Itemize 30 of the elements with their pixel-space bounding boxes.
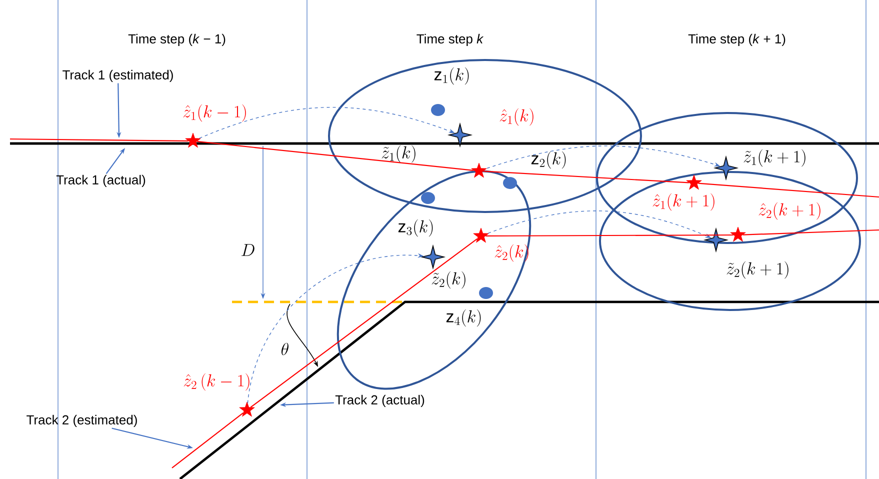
column-heading: Time step (k + 1) bbox=[688, 34, 786, 46]
column-heading: Time step (k − 1) bbox=[128, 34, 226, 46]
callout-text: Track 2 (actual) bbox=[335, 394, 424, 408]
column-heading: Time step k bbox=[416, 34, 484, 46]
formula-label: $D$ bbox=[242, 244, 254, 256]
callout-text: Track 1 (actual) bbox=[56, 174, 146, 188]
formula-label: $\tilde{z}_1(k)$ bbox=[382, 145, 416, 163]
track-segment bbox=[250, 238, 478, 408]
formula-label: $\mathrm{z}_3(k)$ bbox=[398, 219, 433, 237]
formula-label: $\mathrm{z}_4(k)$ bbox=[446, 309, 481, 327]
track-segment bbox=[197, 140, 474, 171]
track-segment bbox=[742, 229, 879, 236]
formula-label: $\hat{z}_1(k+1)$ bbox=[652, 193, 714, 211]
formula-label: $\hat{z}_1(k)$ bbox=[500, 108, 534, 126]
formula-label: $\tilde{z}_2(k+1)$ bbox=[726, 261, 788, 279]
formula-label: $\hat{z}_2\,(k-1)$ bbox=[184, 373, 250, 391]
track-segment bbox=[483, 170, 689, 184]
track-segment bbox=[698, 182, 879, 198]
formula-label: $\hat{z}_2(k+1)$ bbox=[758, 202, 820, 220]
track-segment bbox=[10, 138, 188, 142]
track-segment bbox=[486, 234, 734, 237]
formula-label: $\mathrm{z}_2(k)$ bbox=[531, 151, 566, 169]
callout-text: Track 2 (estimated) bbox=[26, 414, 137, 428]
formula-label: $\tilde{z}_1(k+1)$ bbox=[744, 149, 806, 167]
formula-label: $\mathrm{z}_1(k)$ bbox=[434, 67, 469, 85]
track-segment bbox=[172, 412, 244, 468]
formula-label: $\tilde{z}_2(k)$ bbox=[432, 271, 466, 289]
callout-text: Track 1 (estimated) bbox=[62, 70, 173, 82]
formula-label: $\theta$ bbox=[282, 342, 288, 356]
formula-label: $\hat{z}_1(k-1)$ bbox=[183, 104, 246, 122]
